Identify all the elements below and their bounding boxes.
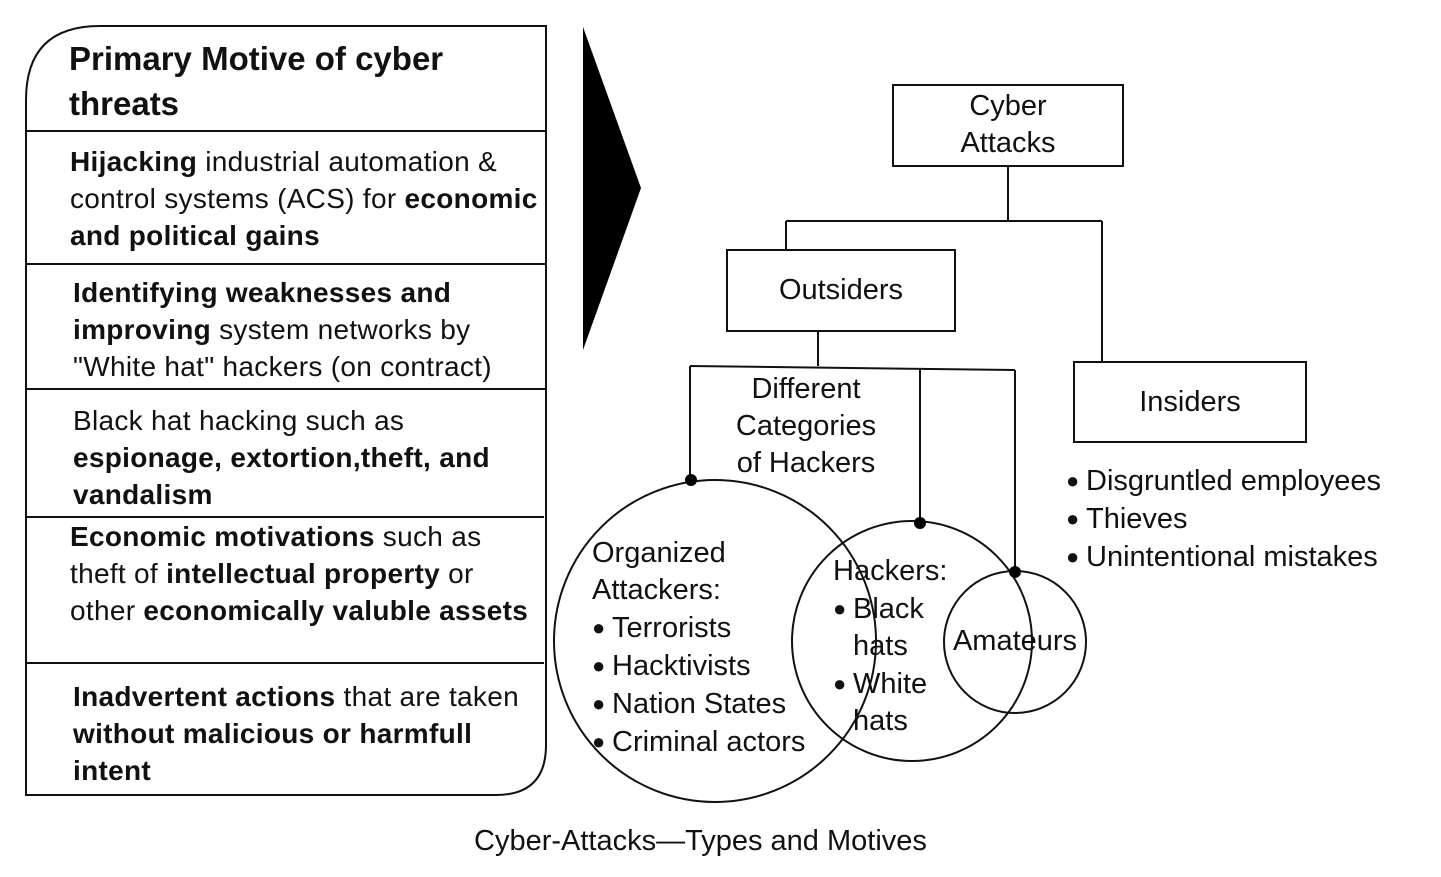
insiders-label: Insiders (1139, 386, 1241, 418)
organized-item: Criminal actors (592, 723, 805, 761)
hackers-text: Hackers: Black hats White hats (833, 553, 947, 740)
motives-heading: Primary Motive of cyber threats (69, 40, 444, 122)
motive-item: Inadvertent actions that are taken witho… (73, 678, 533, 789)
motive-text: industrial automation & control systems … (70, 146, 497, 214)
motive-emphasis: espionage, extortion,theft, and vandalis… (73, 442, 490, 510)
motive-text: Black hat hacking such as (73, 405, 405, 436)
motive-item: Hijacking industrial automation & contro… (70, 143, 540, 254)
hackers-item: Black (833, 590, 947, 628)
arrow-shape (583, 27, 641, 350)
motive-emphasis: intellectual property (166, 558, 441, 589)
hackers-item: White (833, 665, 947, 703)
organized-item: Terrorists (592, 609, 805, 647)
organized-attackers-circle (553, 479, 877, 803)
motive-text: that are taken (335, 681, 519, 712)
motive-emphasis: Economic motivations (70, 521, 375, 552)
motive-text: system networks by "White hat" hackers (… (73, 314, 492, 382)
organized-attackers-text: Organized Attackers: Terrorists Hacktivi… (592, 535, 805, 761)
connector-dot (1009, 566, 1021, 578)
insider-item: Thieves (1066, 500, 1381, 538)
outsiders-label: Outsiders (778, 274, 904, 306)
connector-dot (914, 517, 926, 529)
motive-text: such as theft of (70, 521, 482, 589)
motive-item: Black hat hacking such as espionage, ext… (73, 402, 513, 513)
motive-emphasis: economic and political gains (70, 183, 538, 251)
connector-dot (685, 474, 697, 486)
figure-caption: Cyber-Attacks—Types and Motives (474, 825, 927, 857)
categories-label: Different Categories of Hackers (735, 373, 877, 479)
motive-emphasis: Hijacking (70, 146, 198, 177)
insider-item: Disgruntled employees (1066, 462, 1381, 500)
connector (689, 365, 1016, 371)
cyber-attacks-label: Cyber Attacks (960, 90, 1056, 159)
motives-panel-border (25, 25, 547, 796)
insiders-box (1073, 361, 1307, 443)
amateurs-label: Amateurs (952, 625, 1078, 657)
motive-item: Economic motivations such as theft of in… (70, 518, 540, 629)
outsiders-box (726, 249, 956, 332)
motive-emphasis: Inadvertent actions (73, 681, 336, 712)
motive-emphasis: Identifying weaknesses and improving (73, 277, 452, 345)
motive-emphasis: without malicious or harmfull intent (73, 718, 473, 786)
organized-title: Organized (592, 537, 726, 569)
insider-item: Unintentional mistakes (1066, 538, 1381, 576)
organized-title: Attackers: (592, 574, 721, 606)
hackers-item-cont: hats (853, 705, 908, 737)
organized-item: Nation States (592, 685, 805, 723)
hackers-title: Hackers: (833, 555, 948, 587)
insider-list: Disgruntled employees Thieves Unintentio… (1066, 462, 1381, 576)
motive-emphasis: economically valuble assets (143, 595, 529, 626)
motive-text: or other (70, 558, 474, 626)
organized-item: Hacktivists (592, 647, 805, 685)
hackers-item-cont: hats (853, 630, 908, 662)
motive-item: Identifying weaknesses and improving sys… (73, 274, 548, 385)
